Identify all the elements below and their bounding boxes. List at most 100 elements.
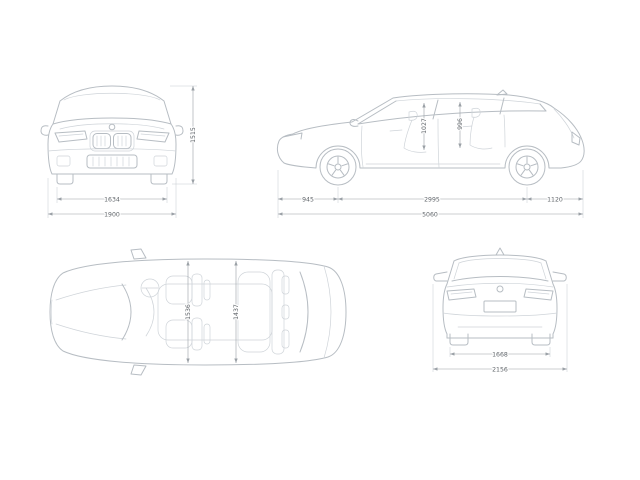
overall-length-value: 5060 <box>422 212 438 219</box>
dim-headroom-front: 1027 <box>420 103 429 150</box>
mirror-left-rear-view <box>433 271 448 282</box>
grille-surround <box>89 130 135 152</box>
brand-roundel-front <box>108 123 116 131</box>
side-beltline <box>357 110 547 125</box>
rear-door-cut <box>437 118 440 168</box>
rear-window-top <box>299 271 309 353</box>
top-body-outline <box>49 258 347 366</box>
front-view: 1634 1900 1515 <box>40 85 198 220</box>
rear-tire-right <box>531 333 551 346</box>
rear-pillar-right <box>545 260 554 285</box>
d-pillar <box>539 103 547 112</box>
rear-seat-sketch <box>469 107 493 150</box>
tailgate-edge-top <box>323 265 332 359</box>
dim-front-height: 1515 <box>170 85 198 185</box>
dim-front-width: 1900 <box>47 178 177 220</box>
rear-glass-bottom <box>451 276 549 282</box>
wheelbase-value: 2995 <box>424 197 440 204</box>
shark-fin-antenna-side <box>496 89 508 96</box>
taillight-right-inner <box>527 291 550 295</box>
mirror-top-left <box>130 248 147 260</box>
front-height-value: 1515 <box>190 127 197 143</box>
front-door-cut <box>360 125 364 168</box>
headlight-left <box>54 130 88 143</box>
panorama-roof <box>157 283 273 341</box>
front-center-intake <box>86 154 138 169</box>
front-roof-inner-line <box>63 92 161 101</box>
rear-track-value: 1668 <box>492 352 508 359</box>
mirror-right-rear-view <box>552 271 567 282</box>
mirror-side-view <box>349 119 359 127</box>
front-side-intake-left <box>56 155 71 167</box>
hood-lines-top <box>55 284 127 340</box>
a-pillar <box>357 100 397 125</box>
c-pillar <box>499 97 505 115</box>
rear-view: 1668 2156 <box>432 247 568 375</box>
front-tire-left <box>56 173 74 185</box>
front-tire-right <box>150 173 168 185</box>
rear-bench-top <box>237 269 290 355</box>
side-roofline-inner <box>395 98 541 105</box>
brand-roundel-rear <box>496 285 504 293</box>
rear-tire-left <box>449 333 469 346</box>
dim-rear-width-mirrors: 2156 <box>432 284 568 375</box>
front-face-line-top <box>50 299 53 325</box>
tailgate-line <box>553 108 575 139</box>
quarter-panel-cut <box>503 114 506 148</box>
front-side-intake-right <box>153 155 168 167</box>
front-intake-slats <box>92 156 130 167</box>
dim-headroom-rear: 996 <box>456 102 465 148</box>
driver-seat-top <box>165 273 211 307</box>
front-seat-sketch <box>403 110 427 153</box>
mirror-right-front-view <box>175 125 184 136</box>
front-windshield-base <box>52 117 172 125</box>
headlight-right <box>136 130 170 143</box>
grille-slats <box>96 135 127 147</box>
headroom-rear-value: 996 <box>457 118 464 130</box>
shoulder-rear-value: 1437 <box>233 304 240 320</box>
front-body-silhouette <box>47 85 177 175</box>
rear-pillar-left <box>446 260 455 285</box>
rear-roof <box>453 254 547 262</box>
dim-front-track: 1634 <box>56 187 168 205</box>
headlight-side <box>282 132 303 140</box>
rear-overhang-value: 1120 <box>547 197 563 204</box>
license-plate <box>483 300 517 313</box>
front-track-value: 1634 <box>104 197 120 204</box>
front-bumper-crease <box>47 148 177 152</box>
passenger-seat-top <box>165 317 211 351</box>
headroom-front-value: 1027 <box>421 118 428 134</box>
rear-body-side-right <box>552 283 558 339</box>
rear-wheel <box>508 148 546 186</box>
dim-shoulder-front: 1536 <box>184 261 193 363</box>
door-handles <box>389 125 473 132</box>
rear-bumper-crease <box>442 312 558 317</box>
mirror-left-front-view <box>40 125 49 136</box>
steering-wheel-top <box>140 278 160 298</box>
b-pillar <box>432 99 439 120</box>
headlight-right-drl <box>140 133 166 137</box>
windshield-top <box>121 283 132 341</box>
taillight-left <box>446 288 477 301</box>
front-wheel <box>319 148 357 186</box>
rear-glass-top <box>458 258 542 264</box>
side-view: 1027 996 945 2995 1120 5060 <box>276 89 585 220</box>
side-body-silhouette <box>276 93 585 169</box>
dim-shoulder-rear: 1437 <box>232 261 241 363</box>
taillight-right <box>523 288 554 301</box>
headlight-left-drl <box>58 133 84 137</box>
top-view: 1536 1437 <box>49 248 347 376</box>
shoulder-front-value: 1536 <box>185 304 192 320</box>
mirror-top-right <box>130 364 147 376</box>
rear-body-side-left <box>442 283 448 339</box>
kidney-grille-left <box>92 133 111 149</box>
taillight-left-inner <box>450 291 473 295</box>
shark-fin-antenna-rear <box>495 247 505 256</box>
rear-width-mirrors-value: 2156 <box>492 367 508 374</box>
front-overhang-value: 945 <box>302 197 314 204</box>
dim-rear-track: 1668 <box>449 347 551 360</box>
front-width-value: 1900 <box>104 212 120 219</box>
taillight-side <box>571 131 581 146</box>
